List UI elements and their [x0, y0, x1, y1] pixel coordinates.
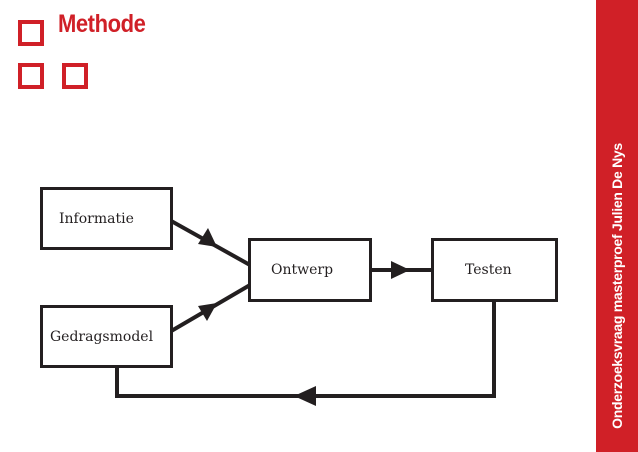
- sidebar-banner: Onderzoeksvraag masterproef Julien De Ny…: [596, 0, 638, 452]
- node-ontwerp: Ontwerp: [248, 238, 372, 302]
- arrowhead-feedback: [294, 386, 316, 406]
- arrowhead-gedragsmodel: [198, 303, 217, 321]
- arrowhead-informatie: [198, 228, 217, 247]
- node-gedragsmodel-label: Gedragsmodel: [50, 328, 154, 345]
- node-informatie: Informatie: [40, 187, 173, 250]
- edge-testen-feedback: [115, 298, 496, 398]
- node-ontwerp-label: Ontwerp: [271, 262, 334, 278]
- page-title: Methode: [58, 10, 146, 38]
- decor-square-2: [18, 63, 44, 89]
- node-testen-label: Testen: [465, 262, 512, 278]
- node-testen: Testen: [431, 238, 558, 302]
- arrowhead-testen: [391, 261, 410, 279]
- decor-square-1: [18, 20, 44, 46]
- node-informatie-label: Informatie: [59, 210, 134, 227]
- node-gedragsmodel: Gedragsmodel: [40, 305, 173, 368]
- decor-square-3: [62, 63, 88, 89]
